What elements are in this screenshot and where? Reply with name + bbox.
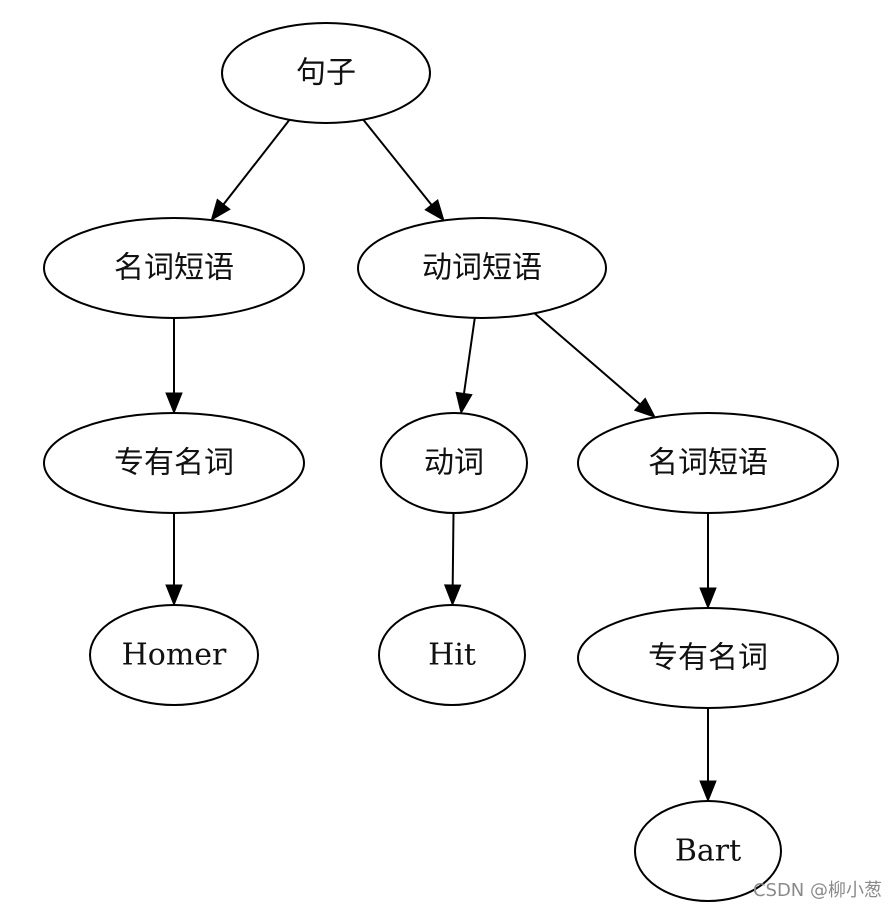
edge-sentence-to-np1 [210,119,291,222]
node-ellipse [634,800,782,902]
node-label: 动词 [424,446,484,481]
node-ellipse [89,604,259,706]
node-label: Homer [122,638,227,673]
arrowhead-icon [443,584,462,607]
arrowhead-icon [633,397,657,419]
edge-verb-to-hit [443,512,462,607]
node-label: 专有名词 [648,641,768,676]
csdn-watermark: CSDN @柳小葱 [752,880,882,901]
node-ellipse [357,217,607,319]
edges-layer [165,119,717,803]
arrowhead-icon [165,584,183,607]
node-propn2: 专有名词 [577,607,839,709]
node-label: 动词短语 [422,251,542,286]
arrowhead-icon [699,780,717,803]
node-bart: Bart [634,800,782,902]
node-label: 名词短语 [114,251,234,286]
arrowhead-icon [210,198,231,222]
node-label: 专有名词 [114,446,234,481]
node-hit: Hit [378,604,526,706]
node-ellipse [43,412,305,514]
node-label: Hit [428,638,476,673]
edge-np2-to-propn2 [699,513,717,610]
node-propn1: 专有名词 [43,412,305,514]
edge-vp-to-verb [455,317,476,415]
node-np1: 名词短语 [43,217,305,319]
node-homer: Homer [89,604,259,706]
node-ellipse [378,604,526,706]
arrowhead-icon [424,198,445,222]
edge-sentence-to-vp [362,119,445,222]
node-label: Bart [675,834,741,869]
edge-line [362,119,433,206]
edge-vp-to-np2 [533,312,657,419]
edge-propn1-to-homer [165,513,183,607]
edge-line [463,317,476,394]
edge-np1-to-propn1 [165,318,183,415]
node-label: 名词短语 [648,446,768,481]
node-ellipse [577,607,839,709]
arrowhead-icon [455,391,473,415]
node-verb: 动词 [380,412,528,514]
edge-line [451,512,455,586]
node-label: 句子 [296,56,356,91]
edge-line [533,312,641,406]
arrowhead-icon [165,392,183,415]
edge-line [222,119,291,205]
node-ellipse [221,22,431,124]
node-ellipse [380,412,528,514]
node-np2: 名词短语 [577,412,839,514]
node-sentence: 句子 [221,22,431,124]
node-ellipse [43,217,305,319]
node-vp: 动词短语 [357,217,607,319]
arrowhead-icon [699,587,717,610]
node-ellipse [577,412,839,514]
edge-propn2-to-bart [699,708,717,803]
